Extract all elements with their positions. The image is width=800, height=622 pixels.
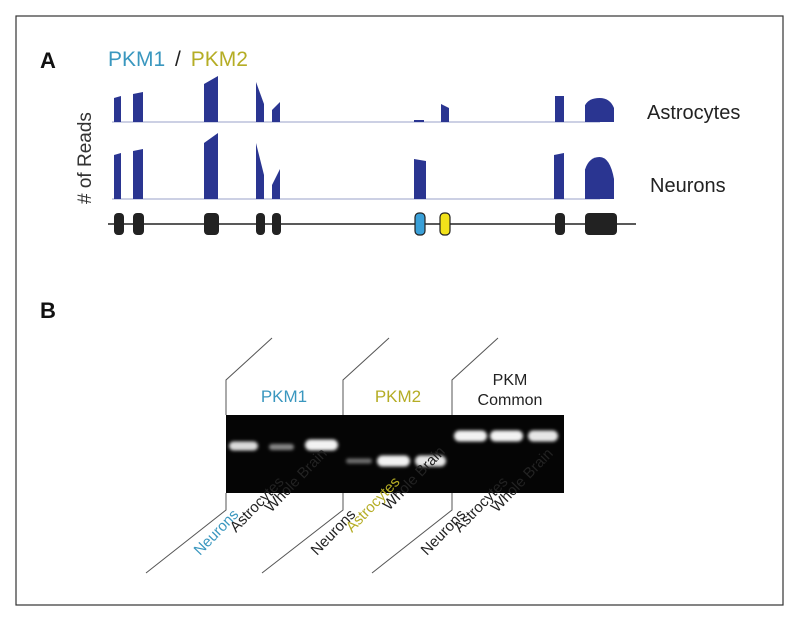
coverage-peak xyxy=(555,96,564,122)
track-label-astrocytes: Astrocytes xyxy=(647,102,740,124)
gel-band xyxy=(305,439,338,451)
exon xyxy=(204,213,219,235)
coverage-peak xyxy=(204,76,218,122)
gel-band xyxy=(454,430,487,442)
coverage-peak xyxy=(133,92,143,122)
gel-band xyxy=(269,444,294,450)
gel-band xyxy=(490,430,523,442)
gel-band xyxy=(377,455,410,467)
exon xyxy=(585,213,617,235)
panel-a-title-pkm1: PKM1 xyxy=(108,48,165,71)
gel-group-title-pkm2: PKM2 xyxy=(375,387,421,406)
coverage-peak xyxy=(585,98,614,122)
panel-b-label: B xyxy=(40,298,56,323)
gel-image xyxy=(226,415,564,493)
coverage-peak xyxy=(441,104,449,122)
coverage-peak xyxy=(114,153,121,199)
coverage-peak xyxy=(133,149,143,199)
panel-a-title-pkm2: PKM2 xyxy=(191,48,248,71)
exon xyxy=(256,213,265,235)
panel-a-label: A xyxy=(40,48,56,73)
track-neurons xyxy=(112,133,614,200)
exon xyxy=(555,213,565,235)
gel-group-title-pkm-common-line1: PKM xyxy=(493,372,528,389)
exon xyxy=(114,213,124,235)
gel-band xyxy=(346,458,372,464)
y-axis-label: # of Reads xyxy=(75,112,96,204)
coverage-peak xyxy=(554,153,564,199)
coverage-peak xyxy=(414,159,426,199)
coverage-peak xyxy=(256,143,264,199)
panel-a-title-separator: / xyxy=(175,48,181,71)
gel-band xyxy=(229,441,258,451)
coverage-peak xyxy=(585,157,614,199)
group-dividers-bottom xyxy=(145,493,453,574)
coverage-peak xyxy=(256,82,264,122)
coverage-peak xyxy=(272,102,280,122)
gel-band xyxy=(528,430,558,442)
coverage-peak xyxy=(114,96,121,122)
gel-group-title-pkm1: PKM1 xyxy=(261,387,307,406)
coverage-peak xyxy=(204,133,218,199)
panel-a-title: PKM1 / PKM2 xyxy=(108,48,248,71)
figure-border xyxy=(15,15,784,606)
gene-model-exons xyxy=(114,212,617,236)
track-astrocytes xyxy=(112,76,614,123)
exon xyxy=(133,213,144,235)
track-label-neurons: Neurons xyxy=(650,175,726,197)
exon-pkm2 xyxy=(439,212,451,236)
gel-group-title-pkm-common-line2: Common xyxy=(478,392,543,409)
exon-pkm1 xyxy=(414,212,426,236)
exon xyxy=(272,213,281,235)
gel-band xyxy=(415,455,446,467)
coverage-peak xyxy=(272,169,280,199)
gel-bands xyxy=(229,430,558,467)
coverage-peak xyxy=(414,120,424,122)
group-dividers-top xyxy=(225,337,499,415)
